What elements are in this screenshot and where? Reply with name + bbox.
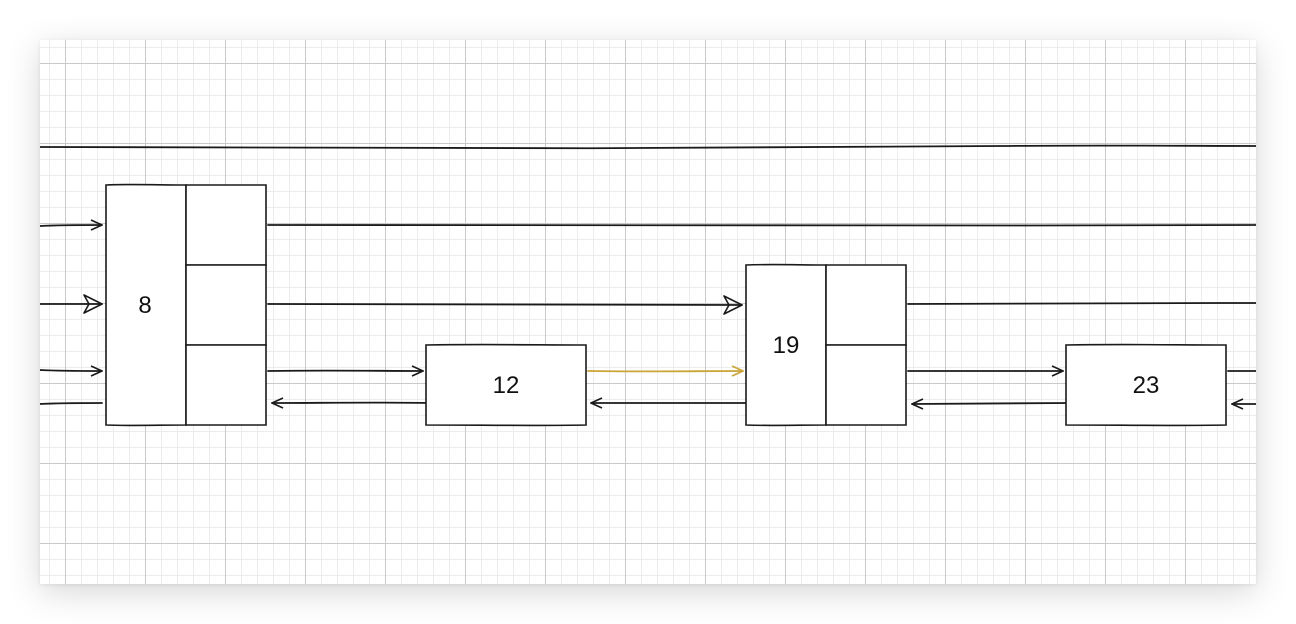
node-23-body [1065, 343, 1227, 427]
node-12-body [425, 343, 587, 427]
node-23[interactable]: 23 [1065, 343, 1227, 427]
node-23-label: 23 [1133, 372, 1160, 399]
node-19-level-1-cell [825, 344, 907, 426]
node-8-level-2-cell [185, 264, 267, 346]
node-8-level-1-cell [185, 344, 267, 426]
node-19-label: 19 [773, 332, 800, 359]
node-8[interactable]: 8 [105, 183, 267, 427]
head-arrow-level-3 [40, 219, 103, 231]
n23-to-n19-back-arrow [911, 398, 1071, 410]
n8-to-n19-arrow [267, 295, 743, 315]
head-back-line [40, 402, 103, 405]
node-8-level-3-cell [185, 184, 267, 266]
whiteboard-canvas[interactable] [40, 40, 1256, 584]
head-arrow-level-1 [40, 365, 103, 377]
node-19[interactable]: 19 [745, 263, 907, 427]
node-12-label: 12 [493, 372, 520, 399]
node-12[interactable]: 12 [425, 343, 587, 427]
top-level-line [40, 144, 1256, 150]
n8-level-3-line [267, 224, 1256, 227]
node-8-label: 8 [138, 292, 151, 319]
n19-level-2-line [907, 302, 1256, 305]
node-19-level-2-cell [825, 264, 907, 346]
